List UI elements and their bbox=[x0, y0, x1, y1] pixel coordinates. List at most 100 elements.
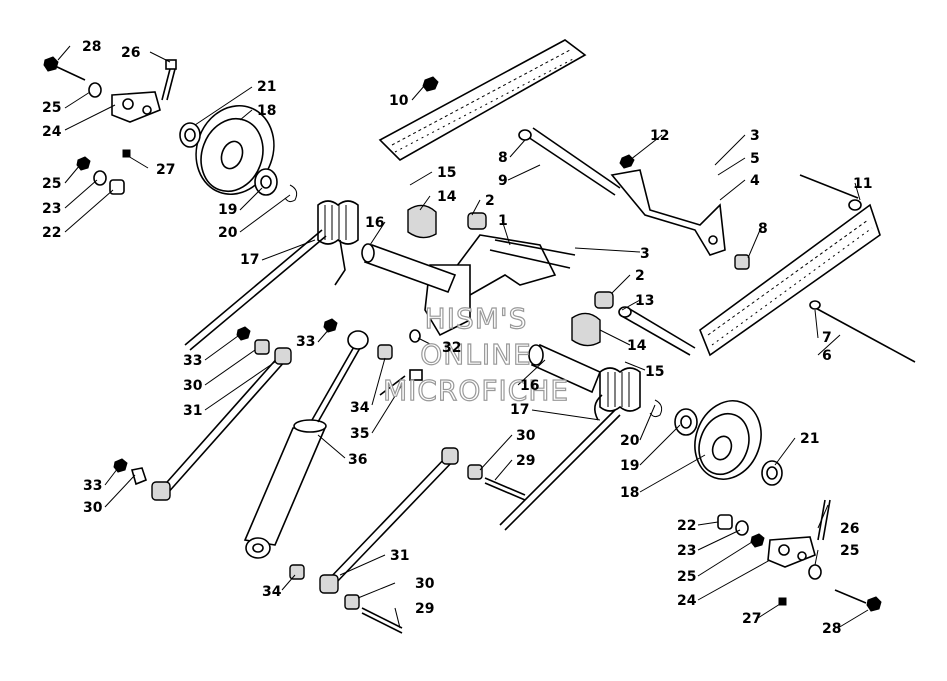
callout-18-upper: 18 bbox=[257, 103, 276, 119]
washer-25-upper-a bbox=[88, 82, 102, 98]
callout-20-lower: 20 bbox=[620, 433, 640, 449]
spacer-34-lower bbox=[289, 564, 305, 580]
callout-35: 35 bbox=[350, 426, 369, 442]
torsion-spring-upper bbox=[184, 200, 359, 351]
callout-33-a: 33 bbox=[183, 353, 202, 369]
washer-25-upper-b bbox=[76, 156, 91, 171]
link-31-upper bbox=[151, 347, 292, 501]
callout-3-mid: 3 bbox=[640, 246, 650, 262]
callout-15-mid: 15 bbox=[645, 364, 664, 380]
callout-22-lower: 22 bbox=[677, 518, 696, 534]
callout-30-lower: 30 bbox=[415, 576, 435, 592]
callout-32: 32 bbox=[442, 340, 461, 356]
callout-12: 12 bbox=[650, 128, 669, 144]
callout-labels: 28 26 21 18 25 24 27 25 23 22 19 20 16 1… bbox=[42, 39, 872, 637]
bolt-28-upper bbox=[43, 56, 86, 81]
washer-7 bbox=[809, 300, 821, 310]
nut-10 bbox=[422, 76, 439, 92]
callout-7: 7 bbox=[822, 330, 832, 346]
callout-28-upper: 28 bbox=[82, 39, 101, 55]
callout-15-upper: 15 bbox=[437, 165, 456, 181]
callout-31-lower: 31 bbox=[390, 548, 409, 564]
callout-22-upper: 22 bbox=[42, 225, 61, 241]
callout-3-upper: 3 bbox=[750, 128, 760, 144]
callout-25-lower-a: 25 bbox=[677, 569, 696, 585]
nut-33-b bbox=[323, 318, 338, 333]
shock-absorber bbox=[243, 330, 369, 559]
callout-27-upper: 27 bbox=[156, 162, 175, 178]
callout-21-upper: 21 bbox=[257, 79, 276, 95]
callout-29-lower: 29 bbox=[415, 601, 434, 617]
clip-20-lower bbox=[649, 399, 663, 418]
cross-shaft-upper bbox=[518, 127, 621, 196]
callout-11: 11 bbox=[853, 176, 872, 192]
callout-30-mid: 30 bbox=[516, 428, 536, 444]
spacer-30-lower bbox=[344, 594, 360, 610]
washer-23-upper bbox=[93, 170, 107, 186]
callout-26-upper: 26 bbox=[121, 45, 140, 61]
bolt-29-mid bbox=[484, 477, 526, 501]
nut-27-upper bbox=[122, 149, 131, 158]
nut-27-lower bbox=[778, 597, 787, 606]
limiter-bracket bbox=[610, 169, 726, 256]
callout-6: 6 bbox=[822, 348, 832, 364]
bumper-14-mid bbox=[571, 312, 601, 347]
callout-17-lower: 17 bbox=[510, 402, 529, 418]
watermark: HISM'S ONLINE MICROFICHE bbox=[382, 301, 568, 407]
roller-shaft-upper bbox=[361, 243, 457, 294]
callout-18-lower: 18 bbox=[620, 485, 639, 501]
callout-21-lower: 21 bbox=[800, 431, 819, 447]
washer-25-lower-a bbox=[750, 533, 765, 548]
callout-25-upper-a: 25 bbox=[42, 100, 61, 116]
bolt-26-lower bbox=[817, 499, 831, 541]
callout-9: 9 bbox=[498, 173, 508, 189]
spacer-30-lower-mid bbox=[467, 464, 483, 480]
bushing-2-mid bbox=[594, 291, 614, 309]
bolt-35 bbox=[379, 369, 423, 396]
watermark-line-1: HISM'S bbox=[425, 302, 528, 335]
bearing-19-upper bbox=[254, 168, 278, 196]
callout-24-upper: 24 bbox=[42, 124, 62, 140]
callout-8-upper: 8 bbox=[498, 150, 508, 166]
callout-10: 10 bbox=[389, 93, 409, 109]
callout-24-lower: 24 bbox=[677, 593, 697, 609]
long-bolt-right bbox=[799, 174, 916, 363]
sleeve-22-upper bbox=[109, 179, 125, 195]
bushing-8-right bbox=[734, 254, 750, 270]
watermark-line-2: ONLINE bbox=[420, 338, 531, 371]
callout-14-mid: 14 bbox=[627, 338, 647, 354]
callout-23-upper: 23 bbox=[42, 201, 61, 217]
bushing-2-top bbox=[467, 212, 487, 230]
callout-36: 36 bbox=[348, 452, 367, 468]
cap-30-c bbox=[130, 467, 147, 486]
callout-34-upper: 34 bbox=[350, 400, 370, 416]
callout-30-a: 30 bbox=[183, 378, 203, 394]
washer-32 bbox=[409, 329, 421, 343]
callout-16-upper: 16 bbox=[365, 215, 384, 231]
washer-25-lower-b bbox=[808, 564, 822, 580]
callout-29-mid: 29 bbox=[516, 453, 535, 469]
spacer-30-a bbox=[254, 339, 270, 355]
callout-19-lower: 19 bbox=[620, 458, 639, 474]
axle-bracket-upper bbox=[111, 91, 161, 123]
spacer-34-upper bbox=[377, 344, 393, 360]
leader-lines bbox=[57, 45, 869, 629]
link-31-lower bbox=[319, 447, 459, 594]
callout-16-lower: 16 bbox=[520, 378, 539, 394]
nut-12 bbox=[619, 154, 635, 169]
callout-25-upper-b: 25 bbox=[42, 176, 61, 192]
callout-30-c: 30 bbox=[83, 500, 103, 516]
callout-34-lower: 34 bbox=[262, 584, 282, 600]
callout-2-upper: 2 bbox=[485, 193, 495, 209]
callout-19-upper: 19 bbox=[218, 202, 237, 218]
bolt-29-lower bbox=[361, 607, 403, 634]
callout-13: 13 bbox=[635, 293, 654, 309]
callout-25-lower-b: 25 bbox=[840, 543, 859, 559]
left-frame-rail bbox=[378, 39, 587, 161]
callout-20-upper: 20 bbox=[218, 225, 238, 241]
callout-28-lower: 28 bbox=[822, 621, 841, 637]
bolt-28-lower bbox=[834, 589, 882, 612]
washer-23-lower bbox=[735, 520, 749, 536]
